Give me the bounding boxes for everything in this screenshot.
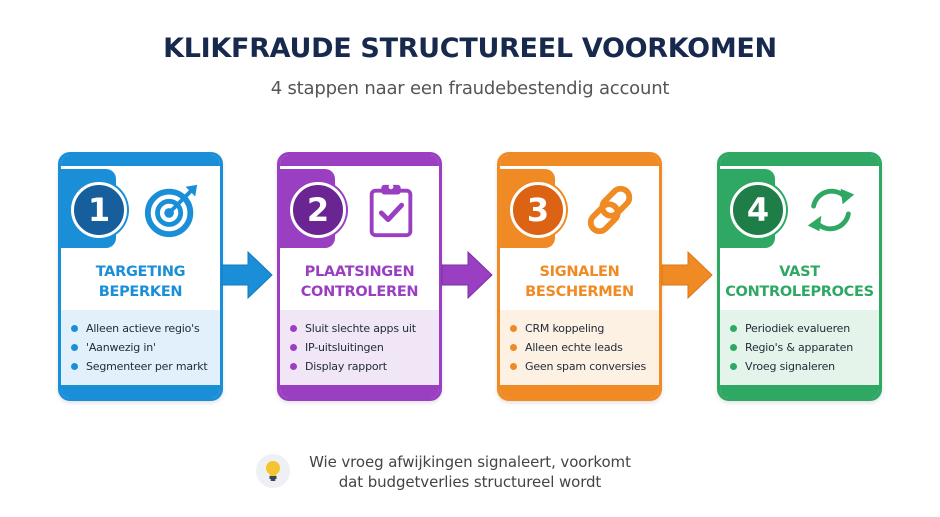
step-heading: TARGETING BEPERKEN: [61, 262, 220, 302]
heading-line-2: CONTROLEREN: [300, 284, 419, 300]
arrow-right-icon: [661, 250, 713, 300]
step-card-4: 4 VAST CONTROLEPROCES Periodiek evaluere…: [717, 152, 882, 401]
list-item-text: Regio's & apparaten: [745, 341, 853, 354]
step-heading: SIGNALEN BESCHERMEN: [500, 262, 659, 302]
list-item: Segmenteer per markt: [71, 357, 220, 376]
card-bottom-bar: [500, 385, 659, 398]
heading-line-2: CONTROLEPROCES: [725, 284, 874, 300]
list-item-text: IP-uitsluitingen: [305, 341, 384, 354]
card-bottom-bar: [280, 385, 439, 398]
heading-line-1: SIGNALEN: [539, 264, 620, 280]
heading-line-1: PLAATSINGEN: [304, 264, 415, 280]
list-item: Vroeg signaleren: [730, 357, 879, 376]
step-number-badge: 4: [730, 182, 786, 238]
bullet-dot: [730, 325, 737, 332]
list-item-text: Vroeg signaleren: [745, 360, 835, 373]
list-item-text: Alleen echte leads: [525, 341, 623, 354]
step-bullet-list: Sluit slechte apps uit IP-uitsluitingen …: [280, 310, 439, 388]
step-heading: VAST CONTROLEPROCES: [720, 262, 879, 302]
heading-line-2: BEPERKEN: [98, 284, 183, 300]
step-heading: PLAATSINGEN CONTROLEREN: [280, 262, 439, 302]
list-item: Sluit slechte apps uit: [290, 319, 439, 338]
card-bottom-bar: [720, 385, 879, 398]
list-item-text: CRM koppeling: [525, 322, 605, 335]
step-number-badge: 1: [71, 182, 127, 238]
step-number-badge: 2: [290, 182, 346, 238]
list-item: Regio's & apparaten: [730, 338, 879, 357]
list-item-text: Segmenteer per markt: [86, 360, 208, 373]
card-top-bar: [500, 155, 659, 166]
step-bullet-list: Alleen actieve regio's 'Aanwezig in' Seg…: [61, 310, 220, 388]
bullet-dot: [730, 363, 737, 370]
step-card-1: 1 TARGETING BEPERKEN Alleen actieve regi…: [58, 152, 223, 401]
list-item: CRM koppeling: [510, 319, 659, 338]
list-item: Periodiek evalueren: [730, 319, 879, 338]
link-icon: [587, 185, 633, 235]
list-item-text: Sluit slechte apps uit: [305, 322, 416, 335]
step-card-3: 3 SIGNALEN BESCHERMEN CRM koppeling Alle…: [497, 152, 662, 401]
list-item: Display rapport: [290, 357, 439, 376]
footer-line-2: dat budgetverlies structureel wordt: [338, 473, 602, 491]
footer-line-1: Wie vroeg afwijkingen signaleert, voorko…: [309, 453, 631, 471]
bullet-dot: [290, 344, 297, 351]
page-title: KLIKFRAUDE STRUCTUREEL VOORKOMEN: [163, 33, 777, 64]
list-item-text: Alleen actieve regio's: [86, 322, 200, 335]
list-item-text: 'Aanwezig in': [86, 341, 156, 354]
refresh-cycle-icon: [807, 188, 855, 232]
step-bullet-list: CRM koppeling Alleen echte leads Geen sp…: [500, 310, 659, 388]
list-item: Geen spam conversies: [510, 357, 659, 376]
bullet-dot: [510, 363, 517, 370]
list-item-text: Geen spam conversies: [525, 360, 647, 373]
bullet-dot: [290, 363, 297, 370]
list-item-text: Periodiek evalueren: [745, 322, 851, 335]
arrow-right-icon: [441, 250, 493, 300]
lightbulb-badge: [256, 454, 290, 488]
list-item: 'Aanwezig in': [71, 338, 220, 357]
arrow-right-icon: [221, 250, 273, 300]
clipboard-check-icon: [369, 184, 413, 238]
step-bullet-list: Periodiek evalueren Regio's & apparaten …: [720, 310, 879, 388]
list-item: Alleen actieve regio's: [71, 319, 220, 338]
bullet-dot: [510, 344, 517, 351]
bullet-dot: [510, 325, 517, 332]
lightbulb-icon: [266, 461, 280, 481]
bullet-dot: [730, 344, 737, 351]
card-top-bar: [61, 155, 220, 166]
target-icon: [144, 184, 198, 238]
list-item-text: Display rapport: [305, 360, 387, 373]
step-card-2: 2 PLAATSINGEN CONTROLEREN Sluit slechte …: [277, 152, 442, 401]
step-number-badge: 3: [510, 182, 566, 238]
bullet-dot: [71, 344, 78, 351]
heading-line-1: TARGETING: [95, 264, 186, 280]
card-top-bar: [720, 155, 879, 166]
bullet-dot: [290, 325, 297, 332]
card-top-bar: [280, 155, 439, 166]
list-item: Alleen echte leads: [510, 338, 659, 357]
heading-line-2: BESCHERMEN: [525, 284, 634, 300]
footer-tip-text: Wie vroeg afwijkingen signaleert, voorko…: [290, 452, 650, 492]
list-item: IP-uitsluitingen: [290, 338, 439, 357]
card-bottom-bar: [61, 385, 220, 398]
page-subtitle: 4 stappen naar een fraudebestendig accou…: [270, 78, 670, 99]
bullet-dot: [71, 363, 78, 370]
bullet-dot: [71, 325, 78, 332]
heading-line-1: VAST: [779, 264, 820, 280]
